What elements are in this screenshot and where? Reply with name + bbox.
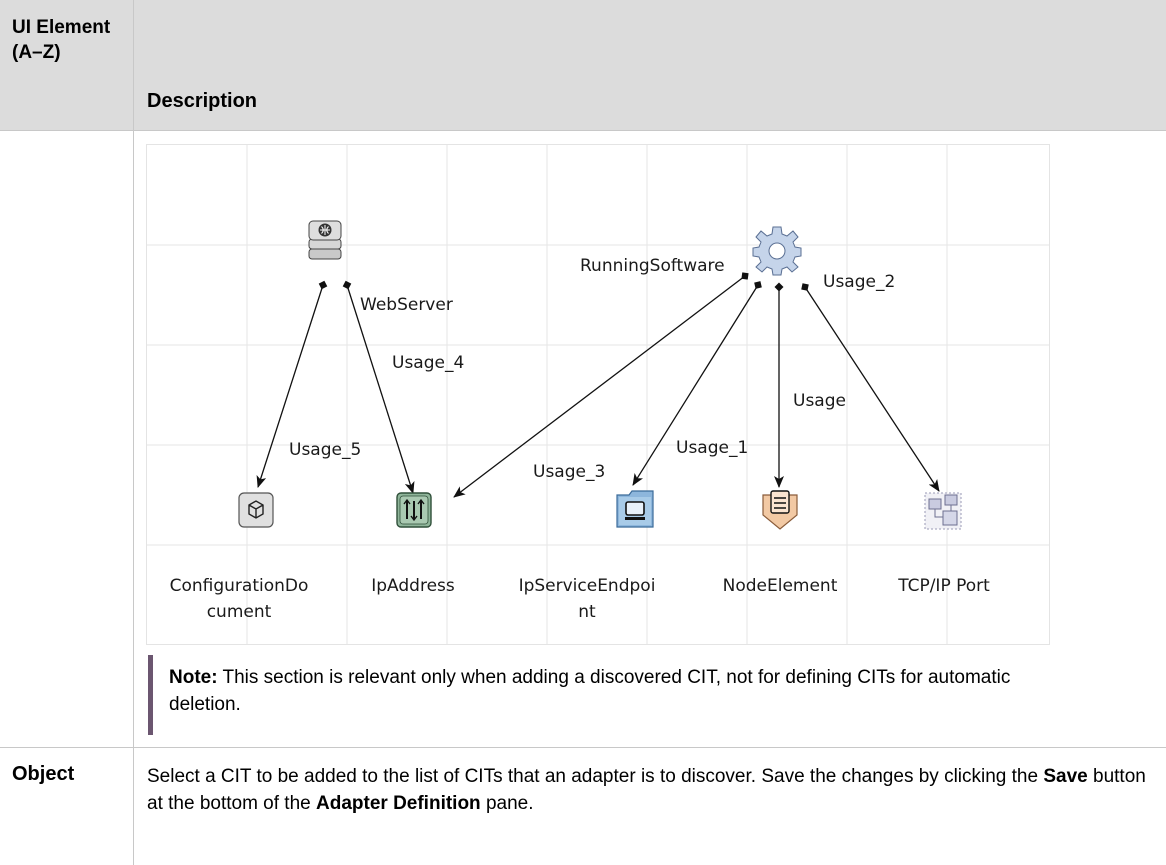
grid-lines bbox=[147, 145, 1049, 644]
edge-usage-5 bbox=[256, 280, 328, 488]
column-divider bbox=[133, 0, 134, 865]
note-label: Note: bbox=[169, 667, 218, 688]
save-reference: Save bbox=[1043, 766, 1088, 787]
header-ui-element: UI Element (A–Z) bbox=[12, 17, 111, 63]
row-object-ui-element: Object bbox=[12, 763, 75, 785]
diagram-canvas bbox=[147, 145, 1049, 644]
ip-address-icon bbox=[396, 492, 432, 528]
edge-label-usage-5: Usage_5 bbox=[289, 440, 362, 460]
cit-diagram: WebServer RunningSoftware Usage_2 Usage_… bbox=[146, 144, 1050, 645]
node-label-ip-address: IpAddress bbox=[371, 576, 455, 596]
note-box: Note: This section is relevant only when… bbox=[148, 655, 1048, 735]
webserver-icon bbox=[308, 220, 342, 260]
description-text: button at the bottom of the bbox=[147, 766, 1146, 814]
node-label-tcp-ip-port: TCP/IP Port bbox=[898, 576, 990, 596]
network-port-icon bbox=[924, 492, 962, 530]
edge-usage-2 bbox=[801, 283, 940, 492]
node-label-line: nt bbox=[578, 602, 596, 622]
node-label-line: IpServiceEndpoi bbox=[518, 576, 656, 596]
edge-label-usage-1: Usage_1 bbox=[676, 438, 749, 458]
node-label-ip-service-endpoint: IpServiceEndpoi nt bbox=[507, 573, 667, 625]
document-box-icon bbox=[238, 492, 274, 528]
node-label-configuration-document: ConfigurationDo cument bbox=[169, 573, 309, 625]
table-header-row bbox=[0, 0, 1166, 130]
adapter-definition-reference: Adapter Definition bbox=[316, 793, 481, 814]
description-text: pane. bbox=[480, 793, 534, 814]
edge-label-usage-2: Usage_2 bbox=[823, 272, 896, 292]
row-divider bbox=[0, 130, 1166, 131]
edge-label-usage-3: Usage_3 bbox=[533, 462, 606, 482]
description-text: Select a CIT to be added to the list of … bbox=[147, 766, 1044, 787]
edge-usage-3 bbox=[632, 281, 762, 486]
node-label-node-element: NodeElement bbox=[722, 576, 838, 596]
header-description: Description bbox=[147, 90, 258, 112]
row-object-description: Select a CIT to be added to the list of … bbox=[147, 763, 1147, 817]
node-label-webserver: WebServer bbox=[360, 295, 453, 315]
gear-icon bbox=[752, 226, 802, 276]
note-text: Note: This section is relevant only when… bbox=[169, 655, 1048, 718]
edge-label-usage: Usage bbox=[793, 391, 846, 411]
edge-label-usage-4: Usage_4 bbox=[392, 353, 465, 373]
monitor-folder-icon bbox=[616, 490, 654, 528]
edge-usage-4 bbox=[342, 280, 415, 494]
row-divider bbox=[0, 747, 1166, 748]
node-label-line: cument bbox=[206, 602, 272, 622]
node-element-icon bbox=[762, 490, 798, 530]
node-label-running-software: RunningSoftware bbox=[580, 256, 725, 276]
note-body: This section is relevant only when addin… bbox=[169, 667, 1011, 715]
node-label-line: ConfigurationDo bbox=[169, 576, 309, 596]
